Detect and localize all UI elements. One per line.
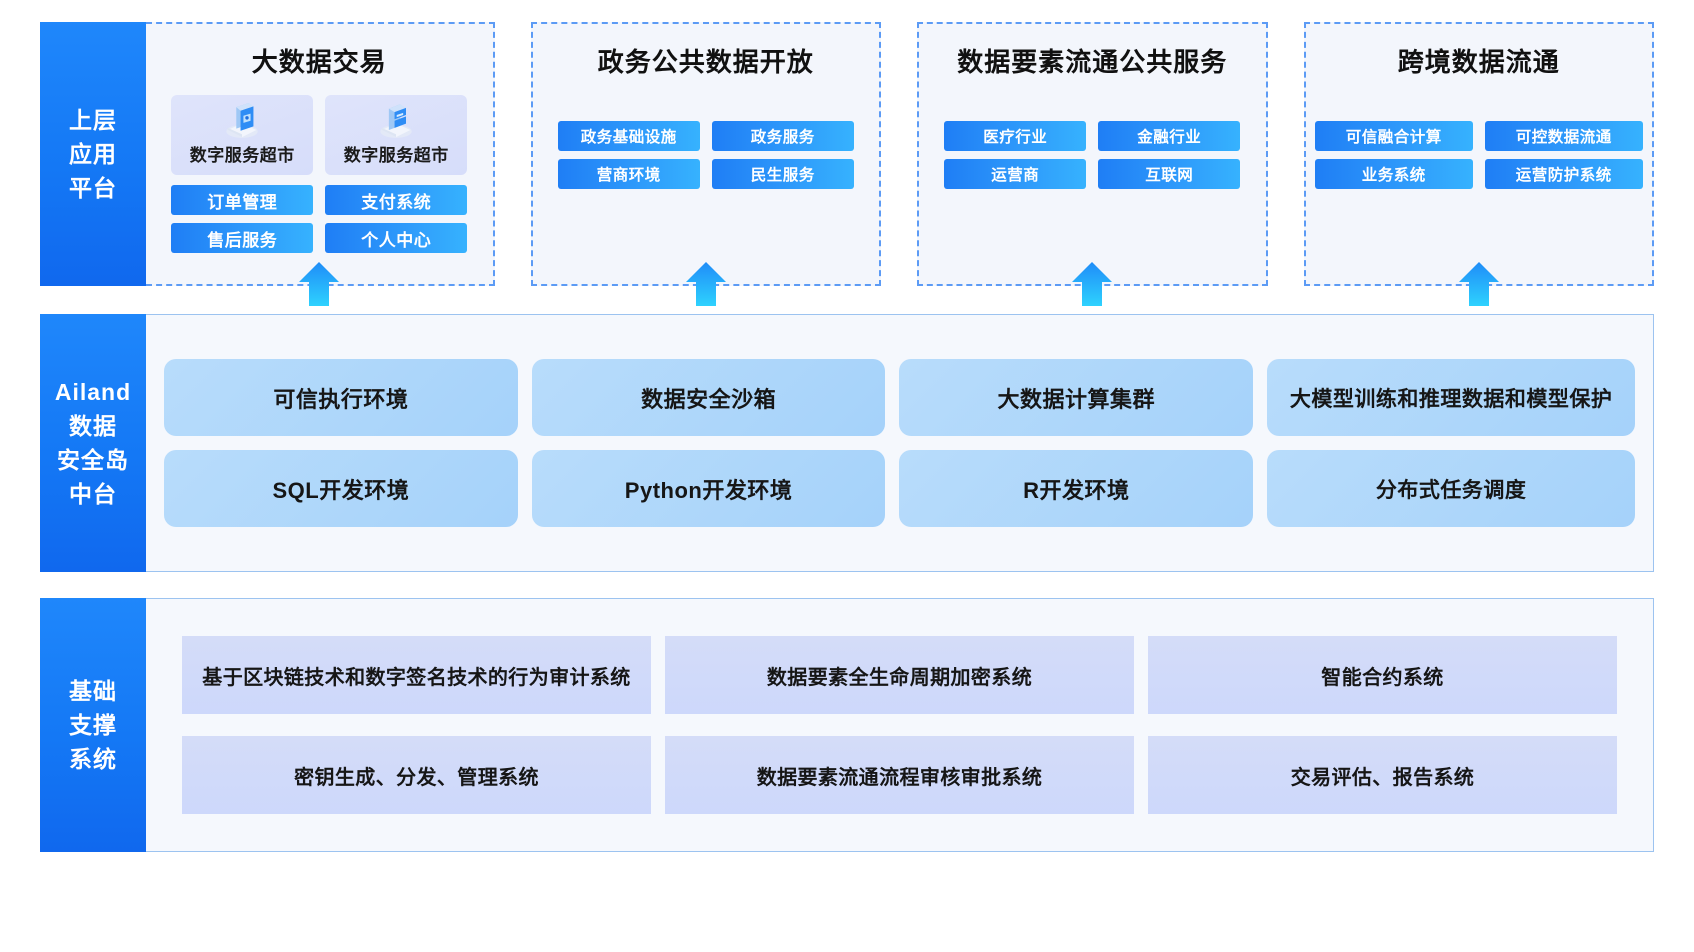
app-panel-data-element-circulation-public-service[interactable]: 数据要素流通公共服务 医疗行业 金融行业 运营商 互联网 (917, 22, 1268, 306)
app-panel-cross-border-data-flow[interactable]: 跨境数据流通 可信融合计算 可控数据流通 业务系统 运营防护系统 (1303, 22, 1654, 306)
pill-controllable-data-flow[interactable]: 可控数据流通 (1484, 121, 1643, 151)
layer-label-line: Ailand (54, 379, 132, 405)
icon-card-row: 数字服务超市 数字服务超市 (171, 95, 468, 175)
pill-government-service[interactable]: 政务服务 (711, 121, 854, 151)
app-panel-government-public-data-opening[interactable]: 政务公共数据开放 政务基础设施 政务服务 营商环境 民生服务 (530, 22, 881, 306)
capability-data-security-sandbox[interactable]: 数据安全沙箱 (531, 359, 886, 436)
pill-internet[interactable]: 互联网 (1098, 159, 1241, 189)
capability-distributed-task-scheduling[interactable]: 分布式任务调度 (1267, 450, 1636, 527)
foundation-row: 基于区块链技术和数字签名技术的行为审计系统 数据要素全生命周期加密系统 智能合约… (182, 636, 1617, 714)
capability-r-dev-environment[interactable]: R开发环境 (899, 450, 1254, 527)
pill-grid: 医疗行业 金融行业 运营商 互联网 (944, 121, 1241, 189)
ailand-data-security-island-platform-layer: Ailand 数据 安全岛 中台 可信执行环境 数据安全沙箱 大数据计算集群 大… (40, 314, 1654, 572)
foundation-key-generation-distribution-management-system[interactable]: 密钥生成、分发、管理系统 (182, 736, 651, 814)
panel-title: 数据要素流通公共服务 (957, 47, 1228, 77)
layer-label-ailand-platform: Ailand 数据 安全岛 中台 (40, 314, 146, 572)
icon-card-digital-service-market-1[interactable]: 数字服务超市 (171, 95, 314, 175)
foundation-smart-contract-system[interactable]: 智能合约系统 (1148, 636, 1617, 714)
foundation-data-element-lifecycle-encryption-system[interactable]: 数据要素全生命周期加密系统 (665, 636, 1134, 714)
layer-label-line: 安全岛 (57, 447, 129, 473)
pill-business-system[interactable]: 业务系统 (1314, 159, 1473, 189)
layer-label-line: 数据 (69, 413, 117, 439)
ailand-capability-container: 可信执行环境 数据安全沙箱 大数据计算集群 大模型训练和推理数据和模型保护 SQ… (146, 314, 1654, 572)
foundation-blockchain-digital-signature-audit-system[interactable]: 基于区块链技术和数字签名技术的行为审计系统 (182, 636, 651, 714)
capability-python-dev-environment[interactable]: Python开发环境 (531, 450, 886, 527)
upward-flow-arrow (299, 262, 340, 306)
icon-card-digital-service-market-2[interactable]: 数字服务超市 (325, 95, 468, 175)
upward-flow-arrow (685, 262, 726, 306)
layer-label-line: 支撑 (69, 712, 117, 738)
layer-label-line: 平台 (69, 175, 117, 201)
layer-label-upper-application-platform: 上层 应用 平台 (40, 22, 146, 286)
upward-flow-arrow (1072, 262, 1113, 306)
capability-row: SQL开发环境 Python开发环境 R开发环境 分布式任务调度 (164, 450, 1636, 527)
foundation-transaction-evaluation-report-system[interactable]: 交易评估、报告系统 (1148, 736, 1617, 814)
icon-card-label: 数字服务超市 (189, 146, 295, 165)
pill-medical-industry[interactable]: 医疗行业 (944, 121, 1087, 151)
pill-business-environment[interactable]: 营商环境 (557, 159, 700, 189)
layer-label-line: 系统 (69, 746, 117, 772)
layer-label-line: 中台 (69, 481, 117, 507)
app-panel-big-data-trading[interactable]: 大数据交易 数字服务超市 (146, 22, 495, 306)
layer-label-line: 上层 (69, 107, 117, 133)
pill-government-infrastructure[interactable]: 政务基础设施 (557, 121, 700, 151)
pill-grid: 政务基础设施 政务服务 营商环境 民生服务 (557, 121, 854, 189)
foundation-data-element-circulation-review-approval-system[interactable]: 数据要素流通流程审核审批系统 (665, 736, 1134, 814)
layer-label-line: 基础 (69, 678, 117, 704)
server-storage-icon (380, 104, 412, 138)
capability-sql-dev-environment[interactable]: SQL开发环境 (164, 450, 518, 527)
pill-trusted-fusion-computing[interactable]: 可信融合计算 (1314, 121, 1473, 151)
capability-row: 可信执行环境 数据安全沙箱 大数据计算集群 大模型训练和推理数据和模型保护 (164, 359, 1636, 436)
foundation-row: 密钥生成、分发、管理系统 数据要素流通流程审核审批系统 交易评估、报告系统 (182, 736, 1617, 814)
application-panels-container: 大数据交易 数字服务超市 (146, 22, 1654, 306)
capability-large-model-training-and-inference-protection[interactable]: 大模型训练和推理数据和模型保护 (1267, 359, 1636, 436)
upper-application-platform-layer: 上层 应用 平台 大数据交易 数 (40, 22, 1654, 306)
server-monitor-icon (226, 102, 258, 138)
pill-after-sales-service[interactable]: 售后服务 (171, 223, 314, 253)
pill-payment-system[interactable]: 支付系统 (325, 185, 468, 215)
pill-personal-center[interactable]: 个人中心 (325, 223, 468, 253)
pill-livelihood-service[interactable]: 民生服务 (711, 159, 854, 189)
pill-grid: 订单管理 支付系统 售后服务 个人中心 (171, 185, 468, 253)
panel-title: 跨境数据流通 (1397, 47, 1560, 77)
foundation-support-container: 基于区块链技术和数字签名技术的行为审计系统 数据要素全生命周期加密系统 智能合约… (146, 598, 1654, 852)
panel-title: 大数据交易 (251, 47, 387, 77)
pill-grid: 可信融合计算 可控数据流通 业务系统 运营防护系统 (1314, 121, 1643, 189)
icon-card-label: 数字服务超市 (343, 146, 449, 165)
pill-telecom-operator[interactable]: 运营商 (944, 159, 1087, 189)
pill-order-management[interactable]: 订单管理 (171, 185, 314, 215)
capability-big-data-computing-cluster[interactable]: 大数据计算集群 (899, 359, 1254, 436)
layer-label-foundation-support-system: 基础 支撑 系统 (40, 598, 146, 852)
foundation-support-system-layer: 基础 支撑 系统 基于区块链技术和数字签名技术的行为审计系统 数据要素全生命周期… (40, 598, 1654, 852)
upward-flow-arrow (1458, 262, 1499, 306)
panel-title: 政务公共数据开放 (597, 47, 814, 77)
pill-financial-industry[interactable]: 金融行业 (1098, 121, 1241, 151)
layer-label-line: 应用 (69, 141, 117, 167)
capability-trusted-execution-environment[interactable]: 可信执行环境 (164, 359, 518, 436)
pill-operation-protection-system[interactable]: 运营防护系统 (1484, 159, 1643, 189)
